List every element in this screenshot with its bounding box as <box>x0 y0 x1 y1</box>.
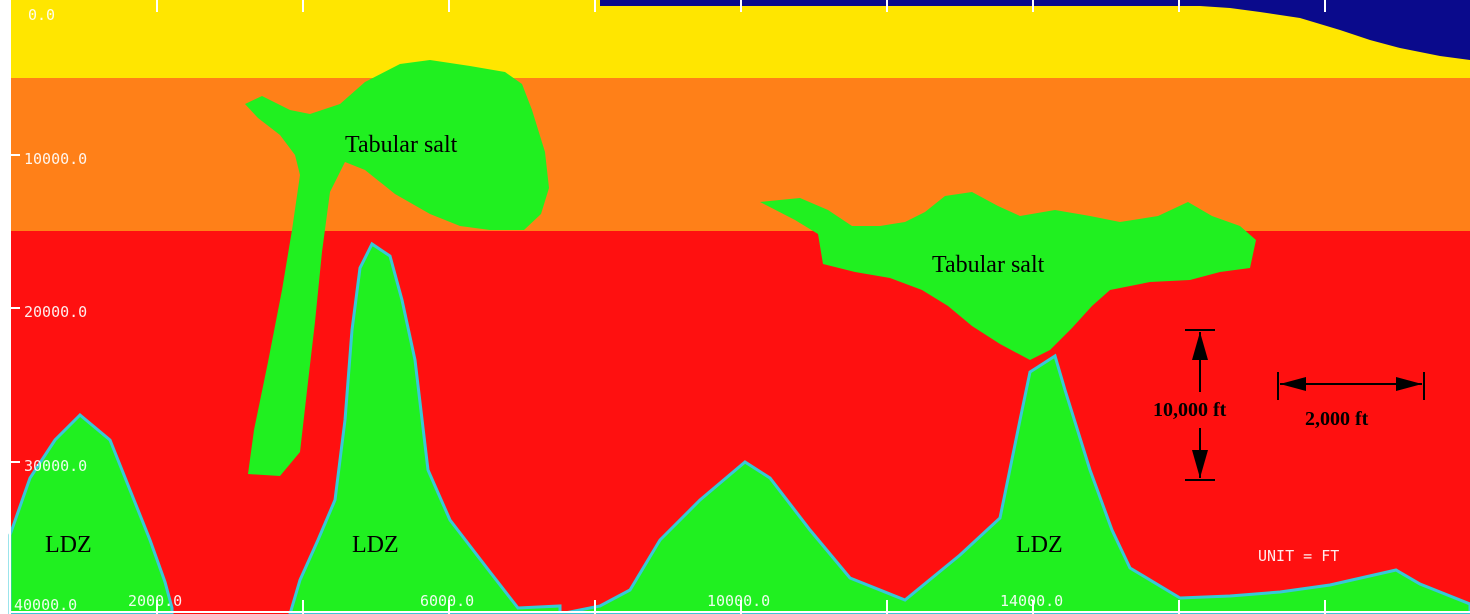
tabular-salt-left <box>245 60 549 476</box>
depth-tick-label-2: 20000.0 <box>24 303 87 321</box>
left-ticks <box>10 154 20 463</box>
top-ticks <box>156 0 1326 12</box>
horizontal-scale-label: 2,000 ft <box>1305 408 1369 430</box>
depth-tick-label-1: 10000.0 <box>24 150 87 168</box>
depth-tick-label-0: 0.0 <box>28 6 55 24</box>
vertical-scale-bar <box>1185 329 1215 481</box>
water-body <box>600 0 1470 60</box>
horizontal-scale-bar <box>1277 372 1425 400</box>
tabular-salt-right-label: Tabular salt <box>932 252 1045 278</box>
x-tick-label-2: 10000.0 <box>707 592 770 610</box>
depth-tick-label-4: 40000.0 <box>14 596 77 614</box>
orange-layer <box>10 78 1470 233</box>
lower-salt-diapirs <box>8 241 1470 614</box>
bottom-ticks <box>156 600 1326 614</box>
x-tick-label-0: 2000.0 <box>128 592 182 610</box>
x-tick-label-1: 6000.0 <box>420 592 474 610</box>
ldz-label-2: LDZ <box>352 532 399 558</box>
diapir-3 <box>559 353 1470 614</box>
unit-label: UNIT = FT <box>1258 547 1339 565</box>
diapir-1 <box>8 412 174 614</box>
x-tick-label-3: 14000.0 <box>1000 592 1063 610</box>
ldz-label-1: LDZ <box>45 532 92 558</box>
yellow-layer <box>10 0 1470 80</box>
diapir-2 <box>288 241 562 614</box>
depth-tick-label-3: 30000.0 <box>24 457 87 475</box>
tabular-salt-right <box>760 192 1256 360</box>
vertical-scale-label: 10,000 ft <box>1153 399 1227 421</box>
tabular-salt-left-label: Tabular salt <box>345 132 458 158</box>
ldz-label-3: LDZ <box>1016 532 1063 558</box>
